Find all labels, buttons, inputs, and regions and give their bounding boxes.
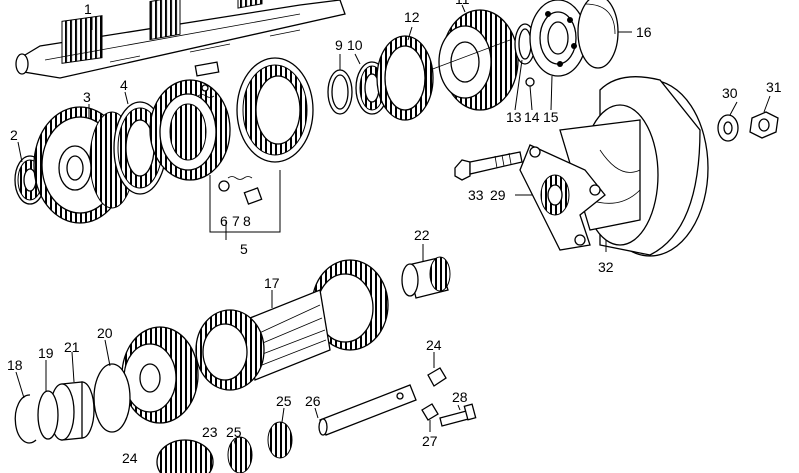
label-25a: 25 bbox=[276, 393, 292, 409]
bearing-22 bbox=[401, 256, 451, 299]
snap-ring-20 bbox=[93, 363, 131, 433]
part-labels: 1 2 3 4 5 6 7 8 9 10 11 12 13 14 15 16 1… bbox=[7, 0, 782, 466]
label-14: 14 bbox=[524, 109, 540, 125]
label-27: 27 bbox=[422, 433, 438, 449]
gear-11 bbox=[429, 9, 519, 111]
label-31: 31 bbox=[766, 79, 782, 95]
bolt-28 bbox=[439, 403, 477, 427]
label-22: 22 bbox=[414, 227, 430, 243]
countershaft-17 bbox=[121, 259, 389, 424]
sliding-sleeve bbox=[236, 57, 314, 163]
synchro-hub bbox=[149, 61, 231, 181]
label-32: 32 bbox=[598, 259, 614, 275]
label-19: 19 bbox=[38, 345, 54, 361]
label-23: 23 bbox=[202, 424, 218, 440]
label-20: 20 bbox=[97, 325, 113, 341]
leader-lines bbox=[15, 4, 771, 447]
label-15: 15 bbox=[543, 109, 559, 125]
label-21: 21 bbox=[64, 339, 80, 355]
label-24a: 24 bbox=[426, 337, 442, 353]
flange-29 bbox=[519, 144, 606, 251]
label-13: 13 bbox=[506, 109, 522, 125]
label-26: 26 bbox=[305, 393, 321, 409]
circlip-9 bbox=[327, 69, 353, 115]
detent-parts bbox=[218, 176, 263, 205]
label-29: 29 bbox=[490, 187, 506, 203]
needle-bearing-25 bbox=[227, 421, 293, 473]
label-10: 10 bbox=[347, 37, 363, 53]
ring-19 bbox=[37, 390, 59, 440]
label-9: 9 bbox=[335, 37, 343, 53]
washer-30 bbox=[717, 114, 739, 142]
label-28: 28 bbox=[452, 389, 468, 405]
synchro-ring-12 bbox=[376, 35, 434, 121]
label-12: 12 bbox=[404, 9, 420, 25]
ball-bearing-15 bbox=[529, 0, 587, 77]
label-2: 2 bbox=[10, 127, 18, 143]
label-4: 4 bbox=[120, 77, 128, 93]
label-16: 16 bbox=[636, 24, 652, 40]
cover-16 bbox=[577, 0, 619, 69]
label-18: 18 bbox=[7, 357, 23, 373]
label-1: 1 bbox=[84, 1, 92, 17]
label-7: 7 bbox=[232, 213, 240, 229]
main-shaft bbox=[15, 0, 346, 79]
label-6: 6 bbox=[220, 213, 228, 229]
bolt-33 bbox=[454, 151, 523, 181]
label-24b: 24 bbox=[122, 450, 138, 466]
reverse-gear-23 bbox=[156, 439, 214, 473]
clip-24 bbox=[427, 367, 447, 387]
label-11: 11 bbox=[455, 0, 470, 7]
label-17: 17 bbox=[264, 275, 280, 291]
label-25b: 25 bbox=[226, 424, 242, 440]
idler-shaft-26 bbox=[318, 384, 417, 436]
nut-31 bbox=[749, 111, 779, 139]
label-33: 33 bbox=[468, 187, 484, 203]
gear-3 bbox=[33, 106, 135, 224]
label-30: 30 bbox=[722, 85, 738, 101]
circlip-18 bbox=[14, 394, 37, 444]
label-8: 8 bbox=[243, 213, 251, 229]
output-housing-32 bbox=[559, 76, 709, 257]
label-5: 5 bbox=[240, 241, 248, 257]
label-3: 3 bbox=[83, 89, 91, 105]
washer-27 bbox=[421, 403, 439, 421]
